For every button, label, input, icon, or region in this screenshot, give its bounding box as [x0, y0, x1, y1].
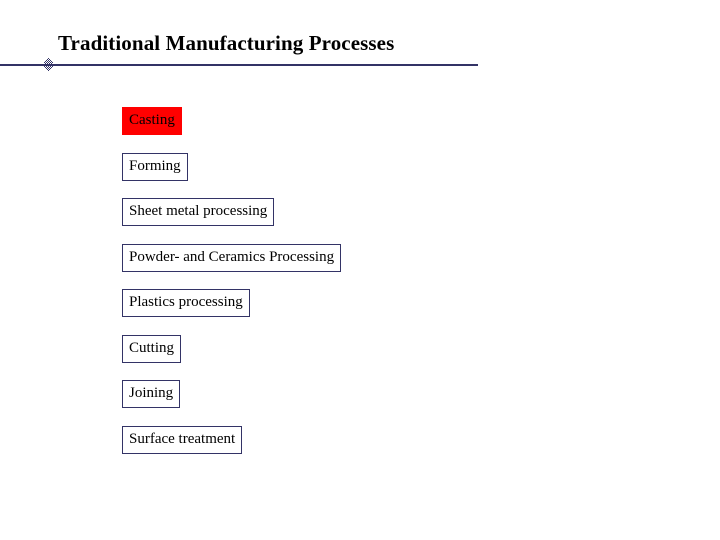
- process-box-forming[interactable]: Forming: [122, 152, 188, 181]
- process-list: Casting Forming Sheet metal processing P…: [122, 107, 542, 471]
- page-title: Traditional Manufacturing Processes: [58, 31, 395, 55]
- process-box-sheet-metal-processing[interactable]: Sheet metal processing: [122, 198, 275, 226]
- list-item: Casting: [122, 107, 542, 153]
- process-box-casting[interactable]: Casting: [122, 107, 182, 135]
- list-item: Forming: [122, 152, 542, 199]
- process-box-joining[interactable]: Joining: [122, 380, 181, 408]
- process-box-plastics-processing[interactable]: Plastics processing: [122, 289, 250, 317]
- list-item: Powder- and Ceramics Processing: [122, 243, 542, 290]
- list-item: Sheet metal processing: [122, 198, 542, 244]
- divider-line: [0, 64, 478, 66]
- dotted-diamond-ornament-icon: [41, 58, 57, 72]
- list-item: Joining: [122, 380, 542, 426]
- list-item: Cutting: [122, 334, 542, 381]
- title-divider: [0, 58, 478, 72]
- process-box-powder-and-ceramics-processing[interactable]: Powder- and Ceramics Processing: [122, 243, 342, 272]
- process-box-surface-treatment[interactable]: Surface treatment: [122, 425, 243, 454]
- process-box-cutting[interactable]: Cutting: [122, 334, 182, 363]
- list-item: Surface treatment: [122, 425, 542, 472]
- list-item: Plastics processing: [122, 289, 542, 335]
